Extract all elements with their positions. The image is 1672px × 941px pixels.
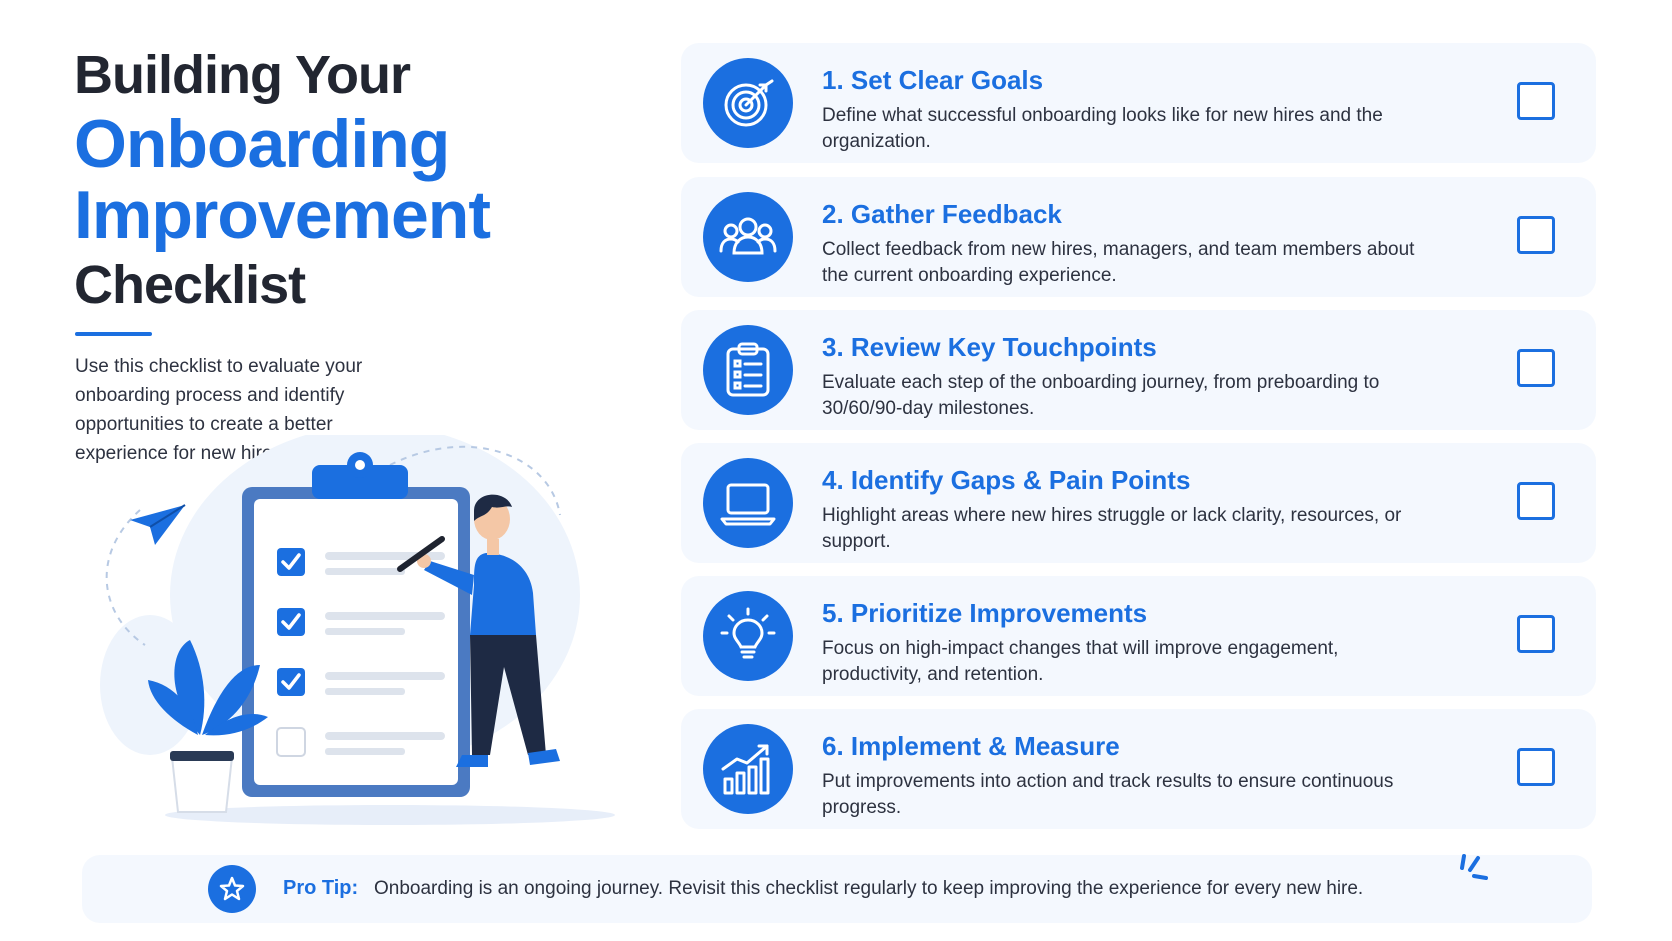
title-line-4: Checklist	[74, 255, 306, 315]
clipboard-list-icon	[703, 325, 793, 415]
checklist-item-2: 2. Gather Feedback Collect feedback from…	[681, 177, 1596, 297]
item-checkbox[interactable]	[1517, 349, 1555, 387]
checklist-item-1: 1. Set Clear Goals Define what successfu…	[681, 43, 1596, 163]
title-underline	[75, 332, 152, 336]
item-title: 5. Prioritize Improvements	[822, 598, 1148, 628]
growth-chart-icon	[703, 724, 793, 814]
item-description: Collect feedback from new hires, manager…	[822, 239, 1415, 286]
laptop-icon	[703, 458, 793, 548]
item-checkbox[interactable]	[1517, 482, 1555, 520]
intro-text: Use this checklist to evaluate your onbo…	[75, 356, 363, 464]
title-line-3: Improvement	[74, 177, 491, 253]
item-description: Put improvements into action and track r…	[822, 771, 1394, 818]
item-title: 3. Review Key Touchpoints	[822, 332, 1157, 362]
item-checkbox[interactable]	[1517, 615, 1555, 653]
item-title: 1. Set Clear Goals	[822, 65, 1044, 95]
title-line-2: Onboarding	[74, 106, 450, 182]
target-icon	[703, 58, 793, 148]
item-checkbox[interactable]	[1517, 216, 1555, 254]
people-group-icon	[703, 192, 793, 282]
checklist-illustration	[100, 435, 615, 825]
item-title: 4. Identify Gaps & Pain Points	[822, 465, 1191, 495]
item-title: 2. Gather Feedback	[822, 199, 1062, 229]
item-checkbox[interactable]	[1517, 82, 1555, 120]
checklist-item-6: 6. Implement & Measure Put improvements …	[681, 709, 1596, 829]
sparkle-accent-icon	[1460, 854, 1488, 880]
paper-plane-icon	[130, 504, 186, 545]
lightbulb-icon	[703, 591, 793, 681]
title-line-1: Building Your	[74, 45, 411, 105]
checklist-item-5: 5. Prioritize Improvements Focus on high…	[681, 576, 1596, 696]
pro-tip-banner: Pro Tip: Onboarding is an ongoing journe…	[82, 855, 1592, 923]
pro-tip-text: Onboarding is an ongoing journey. Revisi…	[374, 878, 1364, 899]
checklist-item-4: 4. Identify Gaps & Pain Points Highlight…	[681, 443, 1596, 563]
item-description: Highlight areas where new hires struggle…	[822, 505, 1402, 552]
pro-tip-label: Pro Tip:	[283, 877, 359, 899]
item-description: Focus on high-impact changes that will i…	[822, 638, 1339, 685]
item-title: 6. Implement & Measure	[822, 731, 1120, 761]
item-checkbox[interactable]	[1517, 748, 1555, 786]
item-description: Define what successful onboarding looks …	[822, 105, 1383, 152]
item-description: Evaluate each step of the onboarding jou…	[822, 372, 1380, 419]
checklist-item-3: 3. Review Key Touchpoints Evaluate each …	[681, 310, 1596, 430]
star-icon	[208, 865, 256, 913]
